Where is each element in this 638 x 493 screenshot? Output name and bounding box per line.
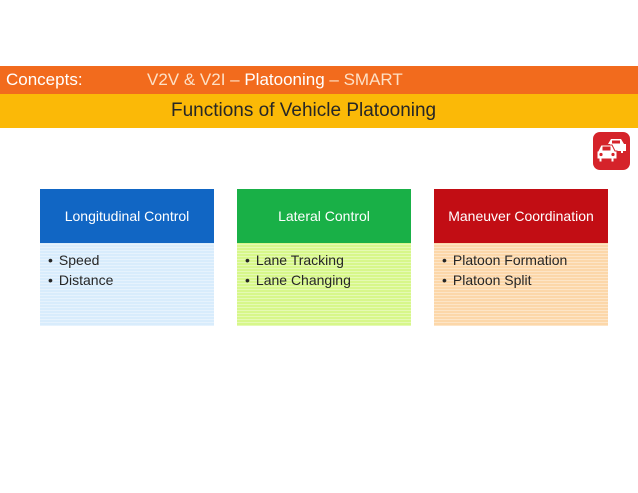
list-item: Platoon Formation <box>442 250 602 270</box>
concept-breadcrumb: V2V & V2I – Platooning – SMART <box>147 70 403 90</box>
card-body: Platoon Formation Platoon Split <box>434 243 608 326</box>
crumb-v2v-v2i[interactable]: V2V & V2I <box>147 70 226 89</box>
card-title: Lateral Control <box>237 189 411 243</box>
list-item: Lane Changing <box>245 270 405 290</box>
card-body: Lane Tracking Lane Changing <box>237 243 411 326</box>
crumb-smart[interactable]: SMART <box>343 70 403 89</box>
concepts-bar: Concepts: V2V & V2I – Platooning – SMART <box>0 66 638 94</box>
list-item: Platoon Split <box>442 270 602 290</box>
card-longitudinal-control: Longitudinal Control Speed Distance <box>40 189 214 326</box>
card-title: Maneuver Coordination <box>434 189 608 243</box>
page-title: Functions of Vehicle Platooning <box>171 100 437 121</box>
card-body: Speed Distance <box>40 243 214 326</box>
crumb-separator: – <box>225 70 245 89</box>
card-maneuver-coordination: Maneuver Coordination Platoon Formation … <box>434 189 608 326</box>
crumb-separator: – <box>324 70 344 89</box>
crumb-platooning[interactable]: Platooning <box>244 70 325 89</box>
list-item: Speed <box>48 250 208 270</box>
card-lateral-control: Lateral Control Lane Tracking Lane Chang… <box>237 189 411 326</box>
concepts-label: Concepts: <box>6 70 83 89</box>
car-collision-icon <box>593 132 630 170</box>
list-item: Lane Tracking <box>245 250 405 270</box>
subtitle-bar: Functions of Vehicle Platooning <box>0 94 638 128</box>
card-title: Longitudinal Control <box>40 189 214 243</box>
list-item: Distance <box>48 270 208 290</box>
